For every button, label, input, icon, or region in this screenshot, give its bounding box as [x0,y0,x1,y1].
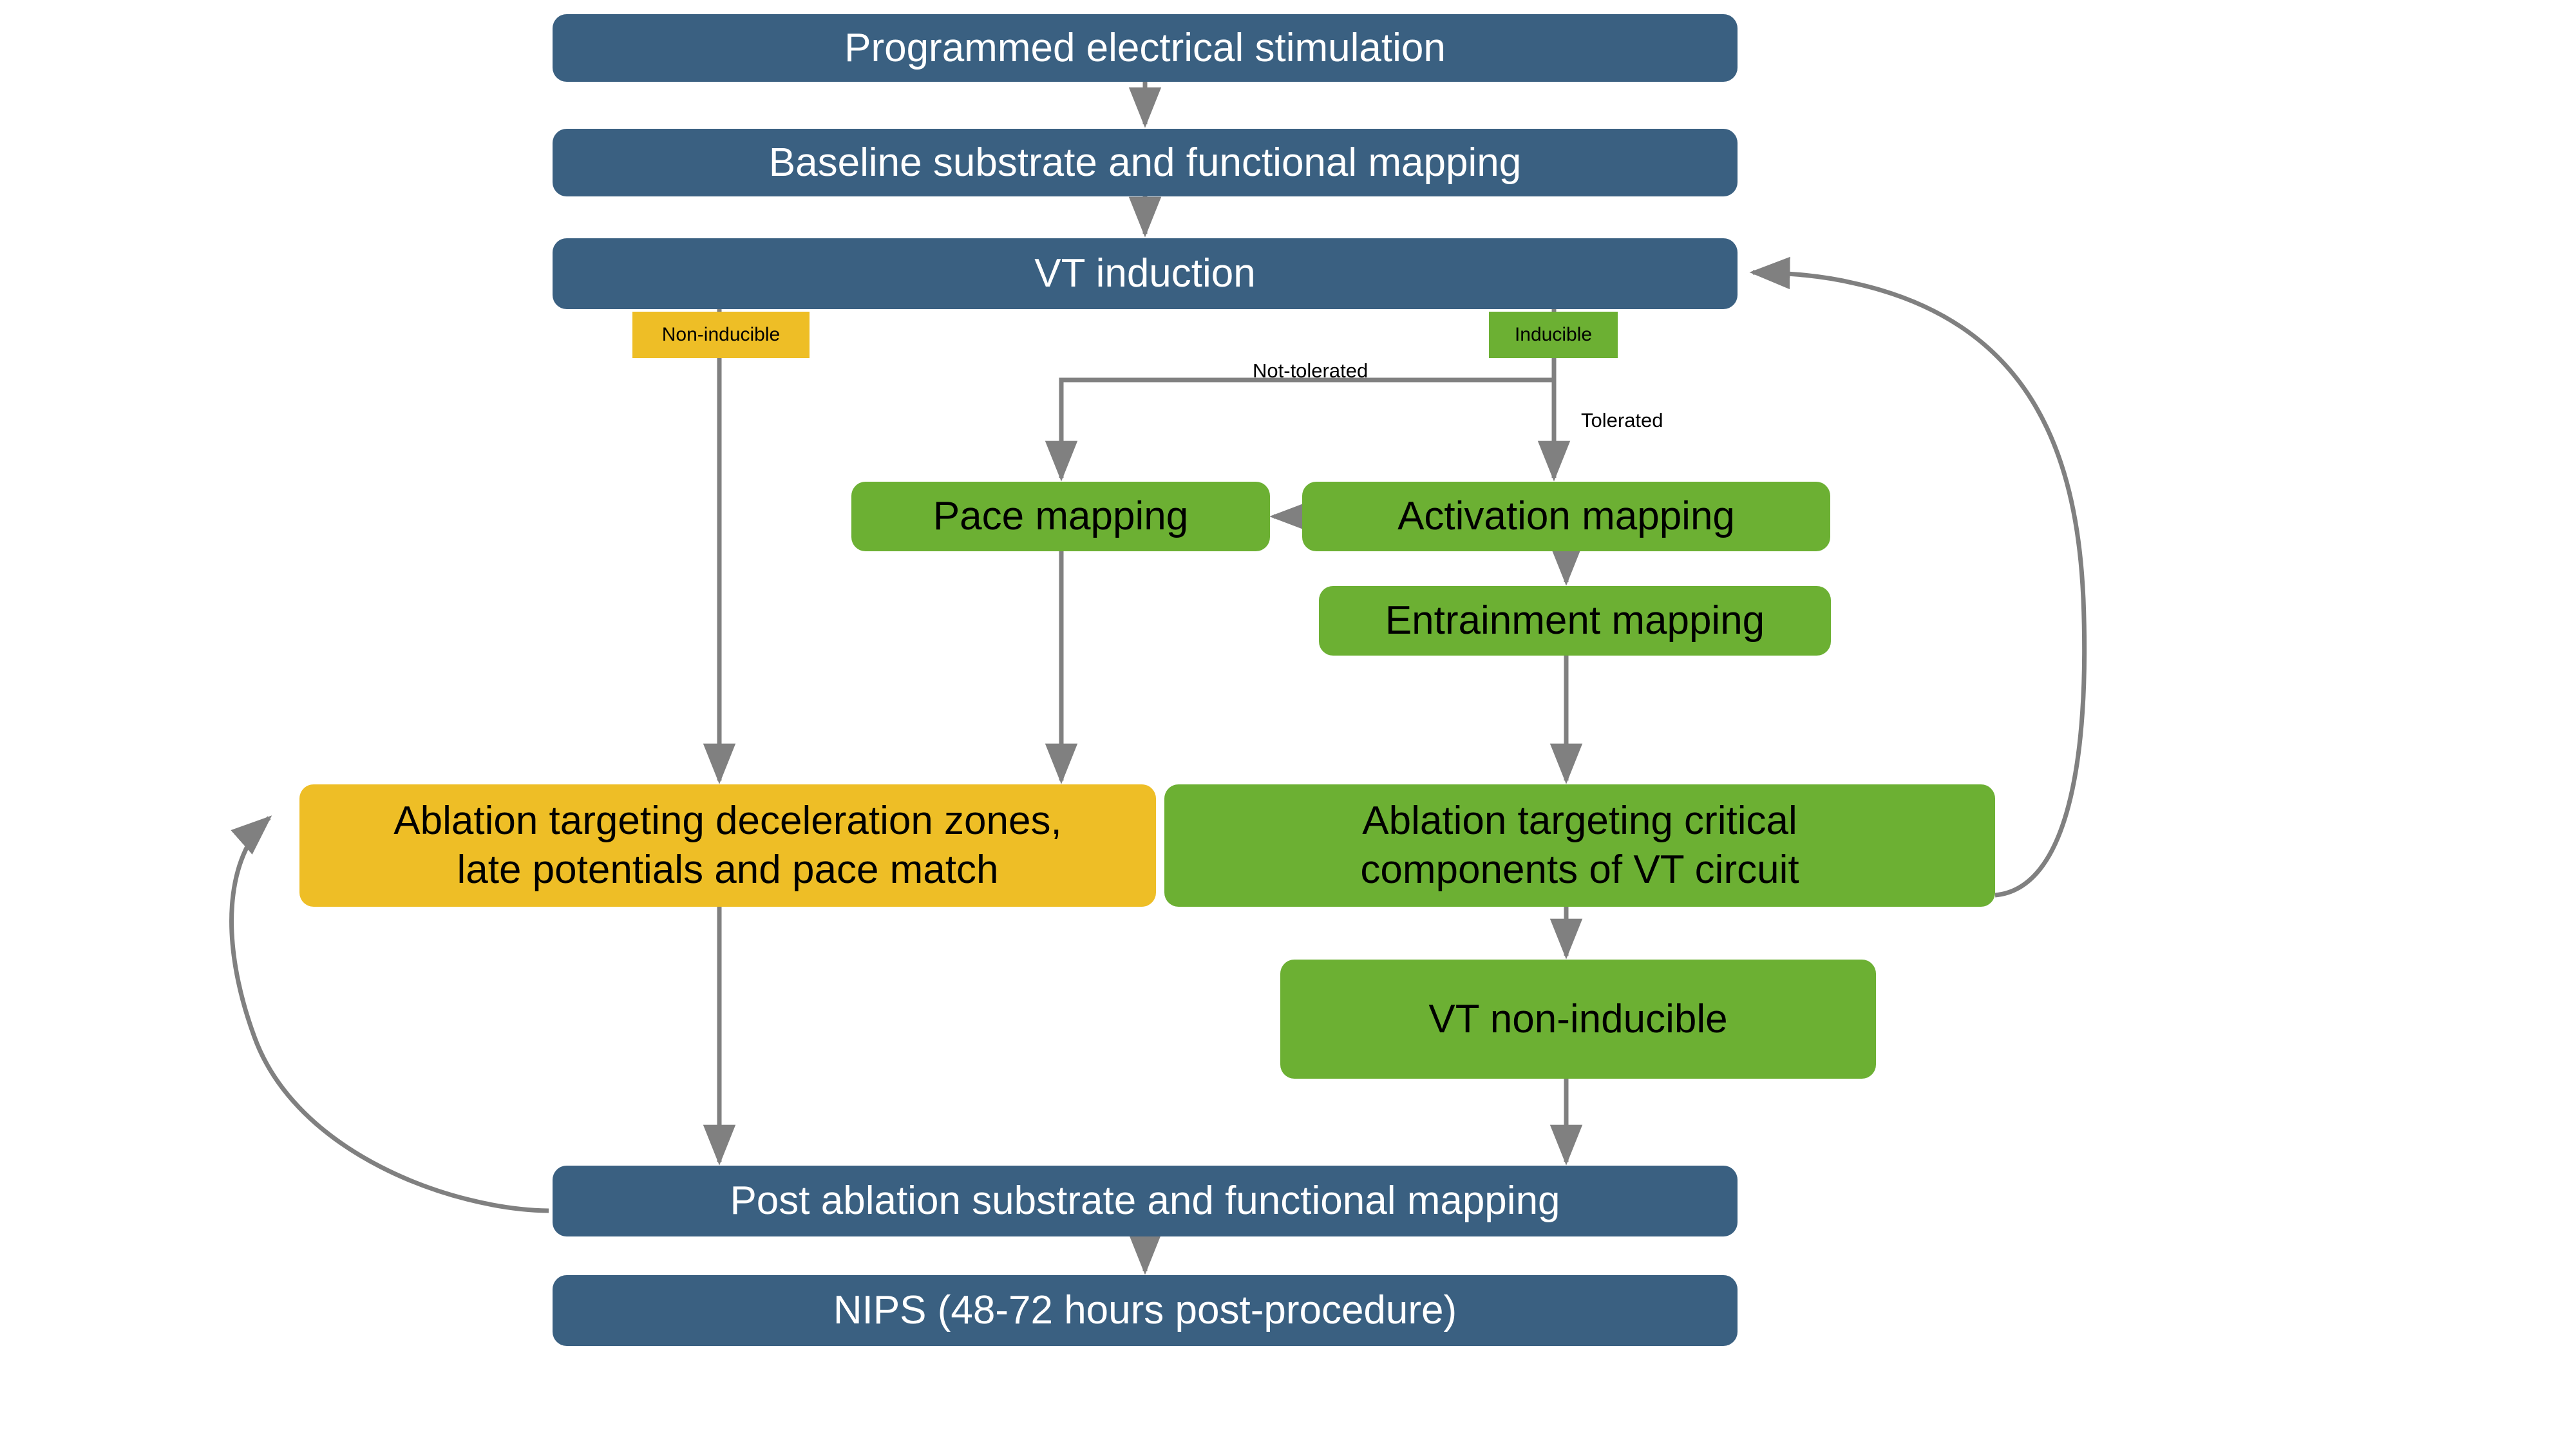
edge-label-tolerated: Tolerated [1581,409,1663,431]
node-activation-mapping[interactable]: Activation mapping [1302,482,1830,551]
node-entrainment-mapping[interactable]: Entrainment mapping [1319,586,1831,656]
node-vt-non-inducible[interactable]: VT non-inducible [1280,960,1876,1079]
node-programmed-electrical-stimulation[interactable]: Programmed electrical stimulation [553,14,1738,82]
edge-not-tolerated-to-pace-mapping [1045,377,1554,482]
node-vt-induction[interactable]: VT induction [553,238,1738,309]
badge-inducible: Inducible [1489,312,1618,358]
node-nips[interactable]: NIPS (48-72 hours post-procedure) [553,1275,1738,1346]
node-baseline-substrate-and-functional-mapping[interactable]: Baseline substrate and functional mappin… [553,129,1738,196]
node-ablation-targeting-critical-components[interactable]: Ablation targeting critical components o… [1164,784,1995,907]
badge-non-inducible: Non-inducible [632,312,810,358]
node-post-ablation-substrate-and-functional-mapping[interactable]: Post ablation substrate and functional m… [553,1166,1738,1236]
node-pace-mapping[interactable]: Pace mapping [851,482,1270,551]
edge-label-not-tolerated: Not-tolerated [1253,359,1368,382]
node-ablation-targeting-deceleration-zones[interactable]: Ablation targeting deceleration zones, l… [299,784,1156,907]
